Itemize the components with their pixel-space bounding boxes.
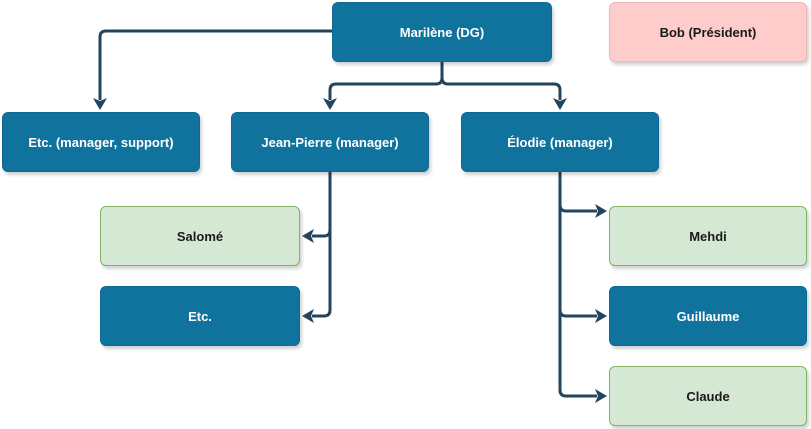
node-label: Claude (686, 388, 730, 404)
arrowhead-icon (302, 229, 314, 243)
connector-dg-to-elodie (440, 62, 567, 110)
connector-elodie-to-guillaume (558, 172, 607, 323)
node-label: Marilène (DG) (399, 24, 485, 40)
node-label: Élodie (manager) (507, 134, 613, 150)
node-label: Guillaume (676, 308, 740, 324)
node-etc-manager-support[interactable]: Etc. (manager, support) (2, 112, 200, 172)
arrowhead-icon (323, 98, 337, 110)
arrowhead-icon (302, 309, 314, 323)
connector-jean-pierre-to-etc (302, 172, 332, 323)
arrowhead-icon (595, 204, 607, 218)
connector-elodie-to-claude (558, 172, 607, 403)
connector-jean-pierre-to-salome (302, 172, 332, 243)
node-label: Mehdi (689, 228, 727, 244)
connector-dg-to-jean-pierre (323, 62, 444, 110)
node-claude[interactable]: Claude (609, 366, 807, 426)
node-label: Etc. (188, 308, 212, 324)
node-guillaume[interactable]: Guillaume (609, 286, 807, 346)
node-mehdi[interactable]: Mehdi (609, 206, 807, 266)
arrowhead-icon (553, 98, 567, 110)
node-label: Salomé (176, 228, 224, 244)
node-label: Etc. (manager, support) (28, 134, 174, 150)
node-label: Bob (Président) (659, 24, 757, 40)
node-salome[interactable]: Salomé (100, 206, 300, 266)
node-jean-pierre-manager[interactable]: Jean-Pierre (manager) (231, 112, 429, 172)
node-elodie-manager[interactable]: Élodie (manager) (461, 112, 659, 172)
arrowhead-icon (595, 389, 607, 403)
node-bob-president[interactable]: Bob (Président) (609, 2, 807, 62)
node-marilene-dg[interactable]: Marilène (DG) (332, 2, 552, 62)
connector-dg-to-etc-manager (93, 29, 332, 110)
node-label: Jean-Pierre (manager) (261, 134, 399, 150)
arrowhead-icon (93, 98, 107, 110)
node-etc[interactable]: Etc. (100, 286, 300, 346)
connector-elodie-to-mehdi (558, 172, 607, 218)
arrowhead-icon (595, 309, 607, 323)
